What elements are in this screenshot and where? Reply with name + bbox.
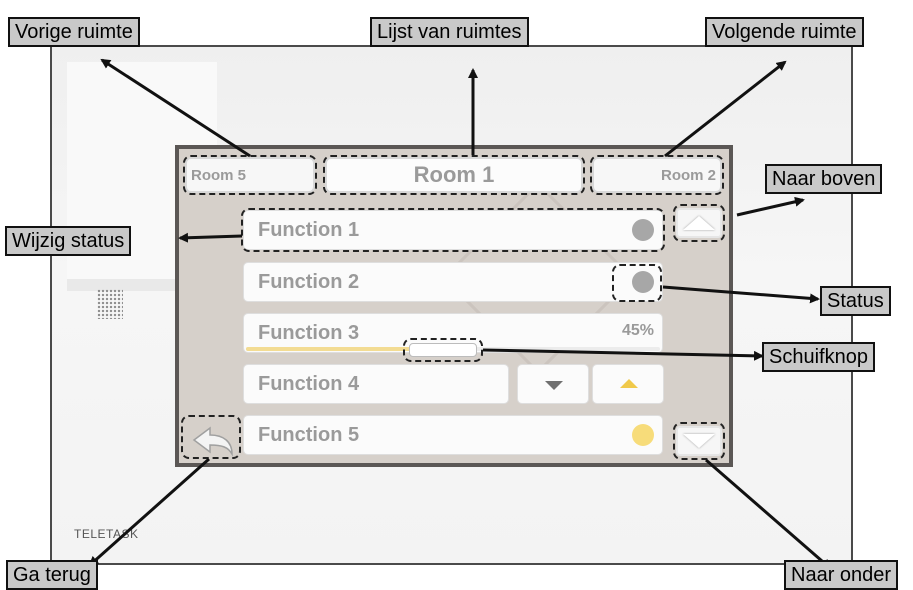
speaker-grille-icon	[97, 289, 123, 319]
slider-knob[interactable]	[409, 343, 477, 357]
callout-scroll-up: Naar boven	[765, 164, 883, 194]
previous-room-button[interactable]: Room 5	[185, 157, 315, 193]
dimmer-value: 45%	[621, 322, 654, 339]
callout-change-status: Wijzig status	[5, 226, 132, 256]
status-indicator	[632, 219, 654, 241]
callout-room-list: Lijst van ruimtes	[370, 17, 529, 47]
function-row-2[interactable]: Function 2	[243, 262, 663, 302]
triangle-up-icon	[620, 379, 638, 388]
triangle-down-icon	[545, 381, 563, 390]
function-label: Function 5	[258, 423, 360, 446]
callout-next-room: Volgende ruimte	[705, 17, 864, 47]
scroll-up-button[interactable]	[676, 208, 722, 238]
callout-status: Status	[820, 286, 891, 316]
room-list-button[interactable]: Room 1	[325, 157, 583, 193]
callout-slider: Schuifknop	[762, 342, 875, 372]
slider-fill	[246, 347, 433, 351]
increase-button[interactable]	[592, 364, 664, 404]
next-room-button[interactable]: Room 2	[592, 157, 722, 193]
function-row-4[interactable]: Function 4	[243, 364, 509, 404]
decrease-button[interactable]	[517, 364, 589, 404]
callout-go-back: Ga terug	[6, 560, 98, 590]
brand-logo: TELETASK	[74, 527, 139, 541]
back-button[interactable]	[184, 420, 238, 458]
function-label: Function 2	[258, 270, 360, 293]
function-row-5[interactable]: Function 5	[243, 415, 663, 455]
function-label: Function 4	[258, 372, 360, 395]
function-label: Function 1	[258, 218, 360, 241]
function-label: Function 3	[258, 321, 360, 344]
callout-previous-room: Vorige ruimte	[8, 17, 140, 47]
back-arrow-icon	[192, 426, 233, 457]
scroll-down-button[interactable]	[676, 426, 722, 456]
function-row-1[interactable]: Function 1	[243, 210, 663, 250]
callout-scroll-down: Naar onder	[784, 560, 899, 590]
frame-divider	[67, 279, 182, 291]
status-indicator	[632, 424, 654, 446]
status-indicator[interactable]	[632, 271, 654, 293]
touch-screen	[175, 145, 733, 467]
